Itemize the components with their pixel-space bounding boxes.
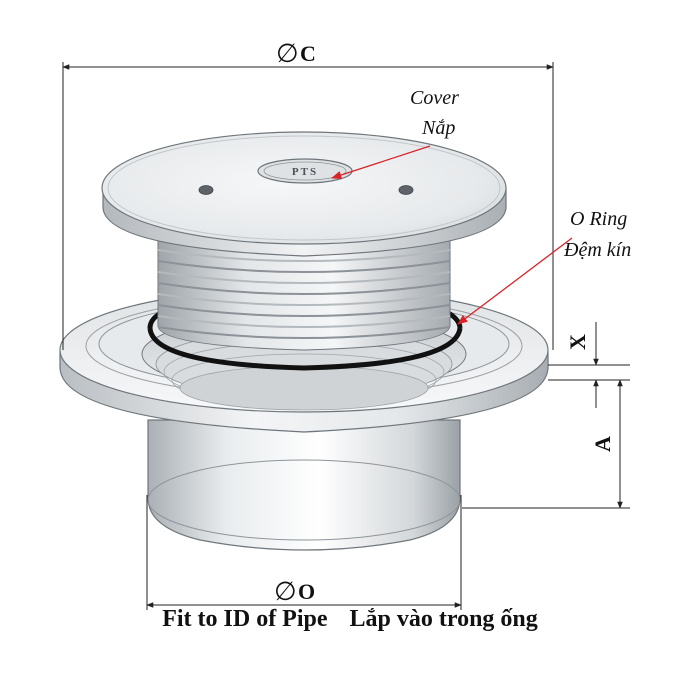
thread-ridge	[157, 304, 451, 317]
thread-ridge	[157, 326, 451, 339]
callout-o-ring-line1: O Ring	[570, 208, 627, 230]
caption-english: Fit to ID of Pipe	[162, 606, 328, 632]
thread-ridge	[157, 282, 451, 295]
dimension-o-letter: O	[298, 579, 315, 604]
dimension-x-label: X	[565, 334, 590, 350]
thread-ridge	[157, 271, 451, 284]
caption-vietnamese: Lắp vào trong ống	[349, 606, 538, 632]
callout-cover: Cover Nắp	[331, 87, 459, 180]
thread-ridge	[157, 260, 451, 273]
callout-cover-line1: Cover	[410, 87, 459, 109]
cover-logo: PTS	[257, 158, 353, 184]
dimension-x-a	[462, 322, 630, 509]
dimension-c-symbol: ∅	[276, 39, 299, 68]
dimension-o-symbol: ∅	[274, 577, 297, 606]
callout-cover-line2: Nắp	[421, 117, 455, 139]
callout-o-ring-line2: Đệm kín	[563, 239, 631, 261]
dimension-c	[62, 62, 554, 350]
thread-ridge	[157, 293, 451, 306]
screw-hole-left	[198, 185, 214, 195]
cover-thread	[157, 235, 451, 351]
cover-plate: PTS	[101, 131, 507, 257]
cover-engraving: PTS	[292, 166, 318, 178]
thread-ridge	[157, 249, 451, 262]
dimension-c-letter: C	[300, 41, 316, 66]
callout-o-ring: O Ring Đệm kín	[457, 208, 631, 325]
thread-lines	[157, 249, 451, 339]
drain-body	[147, 419, 461, 551]
dimension-a-label: A	[590, 436, 615, 452]
thread-ridge	[157, 315, 451, 328]
caption: Fit to ID of Pipe Lắp vào trong ống	[0, 606, 700, 633]
o-ring-front	[147, 327, 463, 371]
dimension-o	[146, 495, 462, 610]
screw-hole-right	[398, 185, 414, 195]
